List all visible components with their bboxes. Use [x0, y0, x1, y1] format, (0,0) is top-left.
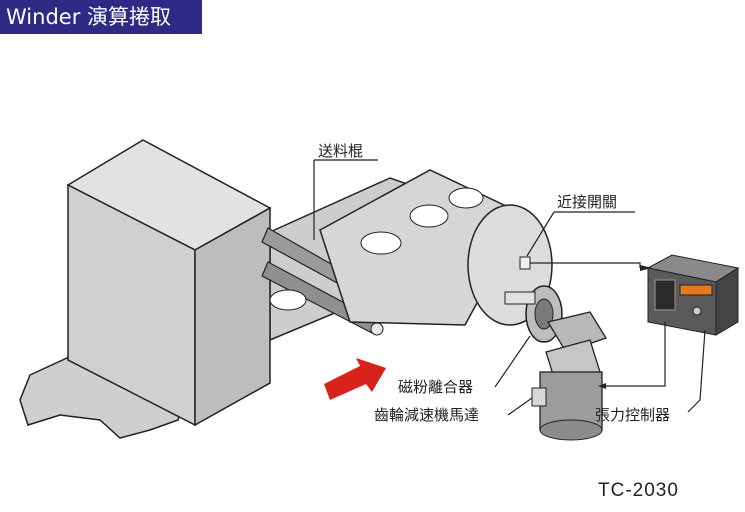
- label-feed-roller: 送料棍: [318, 142, 363, 160]
- gearbox: [546, 311, 607, 353]
- tension-controller-side: [715, 267, 739, 336]
- controller-panel: [654, 279, 676, 311]
- drum-hole: [360, 231, 402, 255]
- drum-hole: [269, 289, 307, 311]
- wire-controller-to-motor: [606, 322, 666, 387]
- machine-box-side: [194, 206, 271, 427]
- wire-arrowhead: [598, 383, 606, 389]
- label-magnetic-clutch: 磁粉離合器: [398, 378, 473, 396]
- controller-display: [679, 284, 713, 296]
- leader-motor: [507, 397, 533, 416]
- proximity-sensor: [519, 256, 531, 270]
- drum-hole: [409, 204, 449, 228]
- wire-arrowhead: [640, 265, 652, 271]
- page-title: Winder 演算捲取: [0, 0, 202, 34]
- drive-shaft: [504, 291, 536, 305]
- feed-direction-arrow: [324, 358, 386, 400]
- feed-roller-end-lower: [370, 322, 384, 336]
- label-gear-motor: 齒輪減速機馬達: [374, 406, 479, 424]
- leader-clutch: [494, 335, 531, 388]
- motor-terminal-box: [531, 387, 547, 407]
- wire-controller-to-label: [687, 329, 706, 413]
- label-tension-controller: 張力控制器: [595, 406, 670, 424]
- leader-proximity: [526, 211, 555, 257]
- drum-hole: [448, 187, 484, 209]
- label-proximity-switch: 近接開關: [557, 193, 617, 211]
- model-number: TC-2030: [598, 480, 679, 501]
- controller-knob: [692, 306, 702, 316]
- motor-end-cap: [539, 419, 603, 441]
